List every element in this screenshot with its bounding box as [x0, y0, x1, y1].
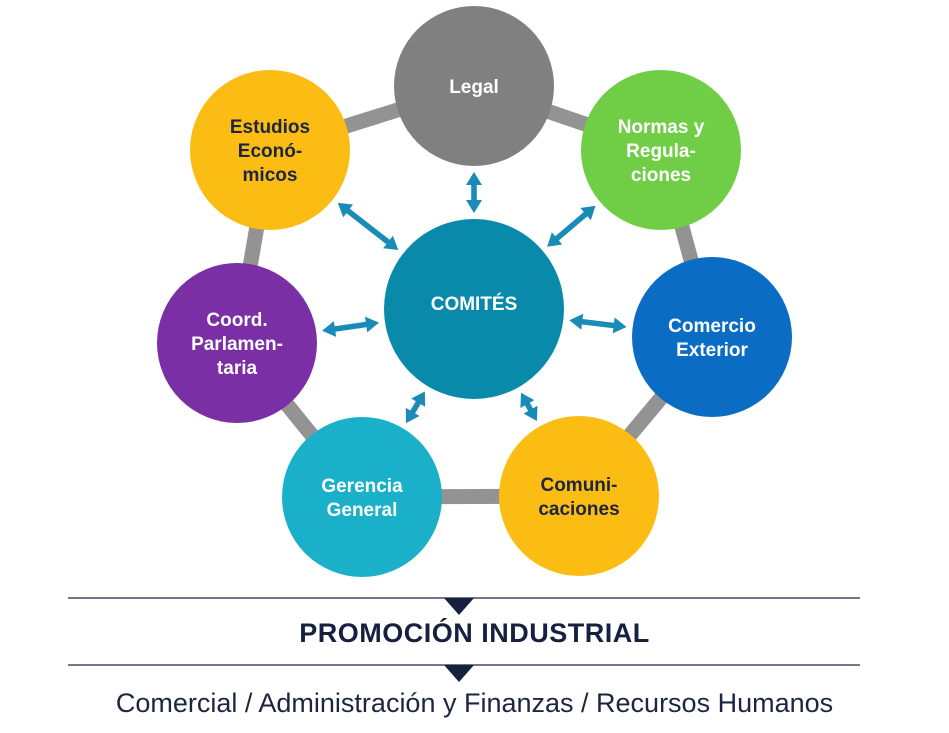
node-label: Legal: [449, 77, 499, 98]
arrow-comercio-exterior: [569, 313, 627, 334]
node-circle: [394, 6, 554, 166]
node-label: Coord.Parlamen-taria: [191, 310, 283, 379]
divider-top-marker: [444, 598, 474, 615]
bidirectional-arrows: [322, 172, 627, 424]
arrow-comunicaciones: [520, 392, 538, 421]
center-node: COMITÉS: [384, 219, 564, 399]
arrow-coord-parlamentaria: [322, 316, 379, 337]
node-circle: [632, 257, 792, 417]
node-label: Comuni-caciones: [538, 475, 619, 520]
node-circle: [157, 263, 317, 423]
node-comunicaciones: Comuni-caciones: [499, 416, 659, 576]
arrow-gerencia-general: [405, 391, 426, 424]
dividers: [68, 597, 860, 682]
center-label: COMITÉS: [431, 293, 518, 315]
arrow-estudios-economicos: [337, 202, 399, 250]
node-circle: [190, 70, 350, 230]
node-circle: [581, 70, 741, 230]
node-circle: [499, 416, 659, 576]
node-circle: [282, 417, 442, 577]
departments-subtitle: Comercial / Administración y Finanzas / …: [115, 688, 834, 718]
divider-bottom-marker: [444, 665, 474, 682]
arrow-normas: [547, 205, 596, 247]
arrow-legal: [466, 172, 482, 213]
main-title: PROMOCIÓN INDUSTRIAL: [299, 618, 650, 648]
center-circle: [384, 219, 564, 399]
node-coord-parlamentaria: Coord.Parlamen-taria: [157, 263, 317, 423]
node-legal: Legal: [394, 6, 554, 166]
